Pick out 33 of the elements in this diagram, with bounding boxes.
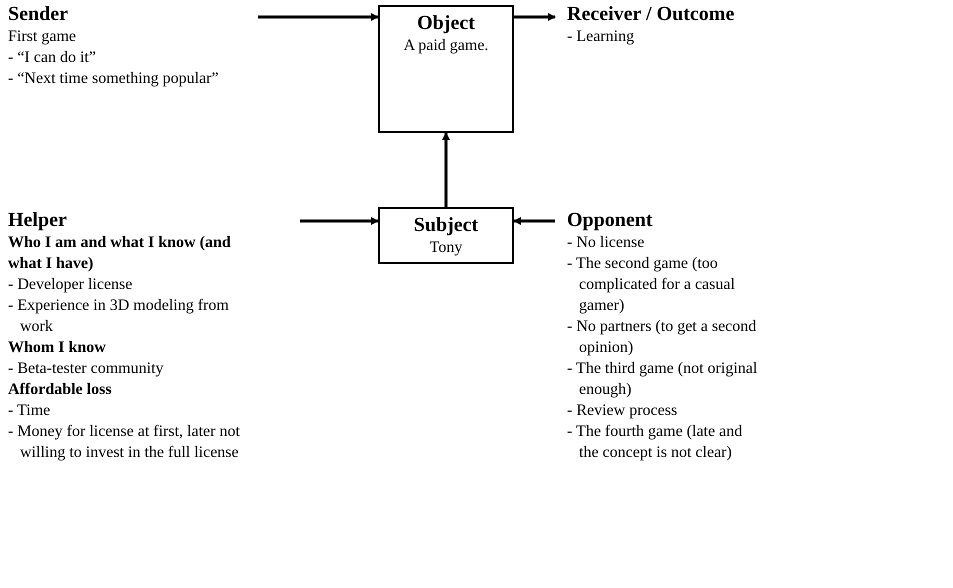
bullet-item: - Time [8,401,52,421]
body-text: A paid game. [404,36,488,56]
bullet-item: - The second game (too complicated for a casual gamer) [567,254,736,316]
arrow [442,132,450,207]
bullet-item: - Developer license [8,275,134,295]
arrow [300,217,379,225]
bullet-item: - Money for license at first, later not willing to invest in the full license [8,422,240,463]
subheading: Whom I know [8,338,107,358]
heading: Object [417,11,475,35]
heading: Helper [8,208,68,232]
bullet-item: - “Next time something popular” [8,69,220,89]
heading: Opponent [567,208,654,232]
arrow [514,13,556,21]
bullet-item: - Learning [567,27,636,47]
actant-box [378,5,514,133]
subheading: Who I am and what I know (and what I have) [8,233,232,274]
body-text: First game [8,27,77,47]
subheading: Affordable loss [8,380,113,400]
bullet-item: - The third game (not original enough) [567,359,758,400]
bullet-item: - The fourth game (late and the concept is not clear) [567,422,744,463]
bullet-item: - No license [567,233,646,253]
actant-box [378,207,514,264]
arrow [513,217,555,225]
bullet-item: - No partners (to get a second opinion) [567,317,758,358]
heading: Receiver / Outcome [567,2,736,26]
arrow [258,13,379,21]
bullet-item: - “I can do it” [8,48,97,68]
bullet-item: - Experience in 3D modeling from work [8,296,230,337]
heading: Subject [414,213,478,237]
heading: Sender [8,2,69,26]
bullet-item: - Beta-tester community [8,359,165,379]
bullet-item: - Review process [567,401,678,421]
body-text: Tony [430,238,462,258]
